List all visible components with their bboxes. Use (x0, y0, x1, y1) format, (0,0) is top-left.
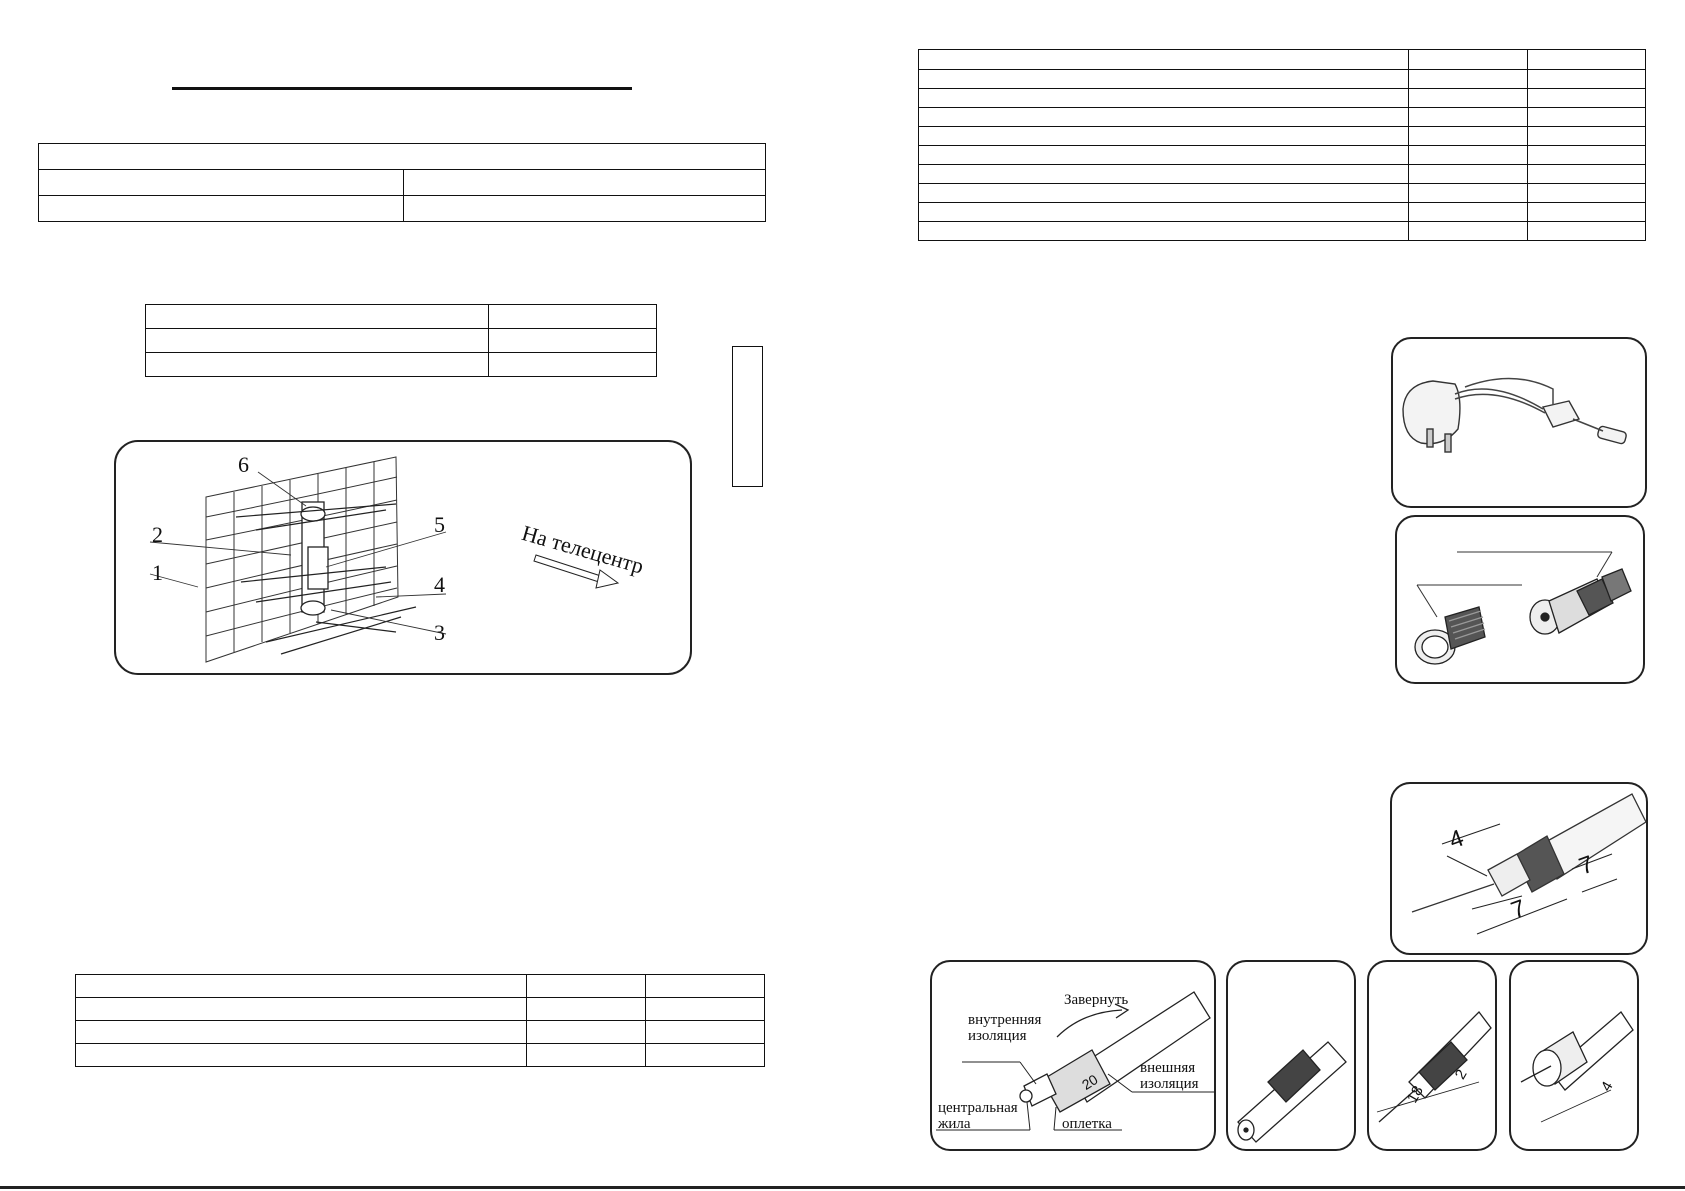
table-cell (1408, 49, 1528, 70)
table-cell (488, 328, 657, 353)
label-outer-insulation-2: изоляция (1140, 1076, 1199, 1092)
table-cell (918, 88, 1409, 108)
spec-table-2 (145, 304, 657, 377)
antenna-figure: 6 2 5 1 4 3 На телецентр (114, 440, 692, 675)
table-cell (488, 352, 657, 377)
table-cell (918, 202, 1409, 222)
cable-strip-figure: Завернуть внутренняя изоляция внешняя из… (930, 960, 1216, 1151)
bottom-edge-line (0, 1186, 1685, 1189)
table-cell (1527, 88, 1646, 108)
table-cell (645, 974, 765, 998)
table-cell (1408, 183, 1528, 203)
table-cell (488, 304, 657, 329)
label-inner-insulation-2: изоляция (968, 1028, 1027, 1044)
table-cell (918, 164, 1409, 184)
table-cell (918, 183, 1409, 203)
table-cell (403, 169, 766, 196)
label-braid: оплетка (1062, 1116, 1112, 1132)
connector-step-4: 4 (1509, 960, 1639, 1151)
table-cell (38, 143, 766, 170)
table-cell (145, 304, 489, 329)
table-cell (526, 974, 646, 998)
table-cell (145, 328, 489, 353)
connector-screw-icon (1237, 1041, 1347, 1143)
label-twist: Завернуть (1064, 992, 1129, 1008)
table-cell (918, 49, 1409, 70)
connector-step-3: 18 2 (1367, 960, 1497, 1151)
power-adapter-figure (1391, 337, 1647, 508)
table-cell (1527, 126, 1646, 146)
table-cell (1408, 88, 1528, 108)
table-cell (38, 195, 404, 222)
title-underline (172, 87, 632, 90)
table-cell (75, 1043, 527, 1067)
table-cell (918, 145, 1409, 165)
callout-2: 2 (152, 522, 163, 547)
cable-strip-drawing (936, 991, 1214, 1131)
antenna-drawing (149, 456, 620, 663)
table-cell (645, 1020, 765, 1044)
label-core-1: центральная (938, 1100, 1018, 1116)
table-cell (645, 997, 765, 1021)
power-adapter-icon (1402, 377, 1627, 453)
table-cell (75, 997, 527, 1021)
table-cell (526, 1020, 646, 1044)
label-core-2: жила (938, 1116, 971, 1132)
connector-screw-dims-icon (1376, 1011, 1492, 1123)
table-cell (1408, 221, 1528, 241)
callout-5: 5 (434, 512, 445, 537)
table-cell (1527, 221, 1646, 241)
table-cell (75, 974, 527, 998)
table-cell (1527, 183, 1646, 203)
table-cell (1527, 49, 1646, 70)
callout-6: 6 (238, 452, 249, 477)
table-cell (1527, 202, 1646, 222)
table-cell (1527, 145, 1646, 165)
table-cell (145, 352, 489, 377)
connector-finished-icon (1520, 1011, 1634, 1123)
coax-cable-icon (1411, 793, 1646, 935)
f-connectors-icon (1414, 551, 1632, 665)
connector-step-2 (1226, 960, 1356, 1151)
table-cell (1527, 164, 1646, 184)
table-cell (918, 107, 1409, 127)
side-tab (732, 346, 763, 487)
callout-3: 3 (434, 620, 445, 645)
table-cell (1408, 164, 1528, 184)
spec-table-3 (75, 974, 765, 1067)
label-outer-insulation-1: внешняя (1140, 1060, 1196, 1076)
spec-table-1 (38, 143, 766, 222)
table-cell (75, 1020, 527, 1044)
table-cell (1408, 145, 1528, 165)
table-cell (918, 126, 1409, 146)
table-cell (918, 221, 1409, 241)
table-cell (1408, 202, 1528, 222)
connectors-figure (1395, 515, 1645, 684)
table-cell (526, 1043, 646, 1067)
table-cell (1408, 126, 1528, 146)
left-page: 6 2 5 1 4 3 На телецентр (0, 0, 842, 1191)
label-inner-insulation-1: внутренняя (968, 1012, 1042, 1028)
table-cell (645, 1043, 765, 1067)
table-cell (403, 195, 766, 222)
right-page: 4 7 7 Завернуть внутренняя изоляция вн (842, 0, 1685, 1191)
table-cell (526, 997, 646, 1021)
callout-4: 4 (434, 572, 445, 597)
cable-dims-figure: 4 7 7 (1390, 782, 1648, 955)
table-cell (918, 69, 1409, 89)
spec-table-right (918, 49, 1646, 241)
table-cell (1408, 69, 1528, 89)
table-cell (1527, 107, 1646, 127)
table-cell (38, 169, 404, 196)
table-cell (1527, 69, 1646, 89)
callout-1: 1 (152, 560, 163, 585)
table-cell (1408, 107, 1528, 127)
